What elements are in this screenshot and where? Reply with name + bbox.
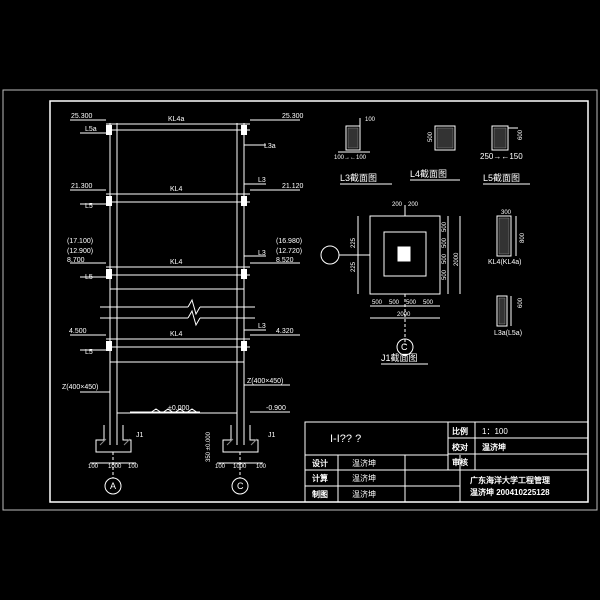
axis-a-bubble [104,477,122,495]
review-label: 审核 [452,457,468,467]
kl4-label: KL4(KL4a) [488,259,521,266]
beam-supports [106,125,247,351]
j1-total-dim-right: 2000 [454,252,460,266]
level-roof-right: 25.300 [282,113,304,120]
level-roof: 25.300 [71,113,93,120]
beam-label-first: KL4 [170,331,183,338]
draw-label: 制图 [312,489,328,499]
l3-title: L3截面图 [340,172,377,183]
level-mid-left-b: (12.900) [67,248,93,255]
level-fifth: 21.300 [71,183,93,190]
tag-left-first: L5 [85,349,93,356]
draw-value: 温济坤 [352,489,376,499]
l3-dim-bottom: 100→←100 [334,155,367,161]
j1-left-dim-b: 225 [351,261,357,272]
beam-label-fifth: KL4 [170,186,183,193]
design-value: 温济坤 [352,458,376,468]
section-l4: 500 L4截面图 [410,125,460,181]
level-mid-left-a: (17.100) [67,238,93,245]
scale-label: 比例 [452,426,468,436]
j1-top-dim-b: 200 [408,202,419,208]
level-first: 4.500 [69,328,87,335]
level-outside: -0.900 [266,405,286,412]
school-name: 广东海洋大学工程管理 [470,475,550,485]
tag-right-mid: L3 [258,250,266,257]
j1-bottom-dim-d: 500 [423,300,434,306]
design-label: 设计 [312,458,328,468]
level-first-right: 4.320 [276,328,294,335]
tag-left-fifth: L5 [85,203,93,210]
j1-axis-label: C [401,342,408,352]
footing-tag-right: J1 [268,432,276,439]
dim-left-b: 1000 [108,464,122,470]
j1-axis-bubble [396,338,414,356]
kl4-dim-top: 300 [501,210,512,216]
footing-tag-left: J1 [136,432,144,439]
j1-right-dim-d: 500 [442,269,448,280]
dim-right-a: 100 [215,464,226,470]
section-l3a: 600 L3a(L5a) [494,295,524,337]
title-block [304,421,589,503]
dim-right-c: 100 [256,464,267,470]
l4-title: L4截面图 [410,168,447,179]
tag-right-first: L3 [258,323,266,330]
tag-right-roof: L3a [264,143,276,150]
calc-value: 温济坤 [352,473,376,483]
l3a-label: L3a(L5a) [494,330,522,337]
level-mid-right-c: 8.520 [276,257,294,264]
section-label: I-I?? ? [330,433,361,445]
tag-left-mid: L5 [85,274,93,281]
axis-c-bubble [231,477,249,495]
j1-bottom-dim-a: 500 [372,300,383,306]
section-j1 [320,205,461,356]
j1-bottom-dim-c: 500 [406,300,417,306]
level-fifth-right: 21.120 [282,183,304,190]
l5-dim-side: 600 [518,129,524,140]
sheet-border-outer [2,89,598,511]
j1-total-dim: 2000 [397,312,411,318]
scale-value: 1：100 [482,427,508,436]
j1-title: J1截面图 [381,352,418,363]
j1-top-dim-a: 200 [392,202,403,208]
level-mid-right-b: (12.720) [276,248,302,255]
beam-label-mid: KL4 [170,259,183,266]
student-info: 温济坤 200410225128 [470,487,550,497]
section-l3: 100 100→←100 L3截面图 [334,117,392,185]
l3-dim-top: 100 [365,117,376,123]
j1-bottom-dim-b: 500 [389,300,400,306]
j1-right-dim-c: 500 [442,253,448,264]
l5-title: L5截面图 [483,172,520,183]
beam-label-roof: KL4a [168,116,184,123]
level-ground: ±0.000 [168,405,189,412]
tag-right-fifth: L3 [258,177,266,184]
check-label: 校对 [452,442,468,452]
axis-label-c: C [237,481,244,491]
j1-right-dim-a: 500 [442,221,448,232]
section-l5: 600 250→←150 L5截面图 [480,125,530,185]
section-kl4: 300 800 KL4(KL4a) [488,210,526,266]
j1-left-dim-a: 225 [351,237,357,248]
axis-label-a: A [110,481,116,491]
dim-right-b: 1000 [233,464,247,470]
tag-left-roof: L5a [85,126,97,133]
calc-label: 计算 [312,473,328,483]
l4-dim-side: 500 [428,131,434,142]
kl4-dim-side: 800 [520,232,526,243]
l3a-dim-side: 600 [518,297,524,308]
l5-dim-bottom: 250→←150 [480,152,523,161]
vertical-note: 350 ±0.000 [206,431,212,462]
column-label-right: Z(400×450) [247,378,283,385]
level-mid-left-c: 8.700 [67,257,85,264]
level-mid-right-a: (16.980) [276,238,302,245]
check-value: 温济坤 [482,442,506,452]
j1-side-circle [320,245,340,265]
dim-left-c: 100 [128,464,139,470]
column-label-left: Z(400×450) [62,384,98,391]
frame-elevation [70,119,300,495]
dim-left-a: 100 [88,464,99,470]
j1-right-dim-b: 500 [442,237,448,248]
